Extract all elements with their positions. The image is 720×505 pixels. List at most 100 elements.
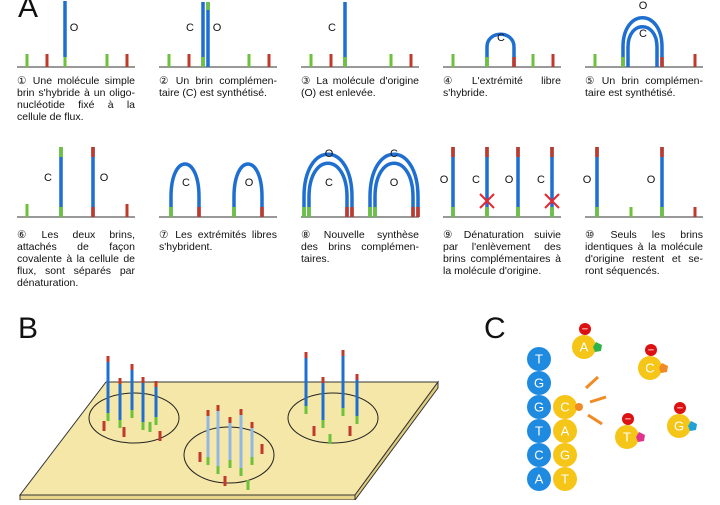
- step-text: L'extrémité libre s'hybride.: [443, 75, 561, 99]
- free-nucleotide-label: G: [674, 419, 684, 434]
- bridge-strand: [232, 162, 264, 217]
- template-base: [527, 347, 551, 371]
- fluorescent-tag: [593, 342, 602, 352]
- removal-mark: [544, 193, 560, 209]
- panel-label-b: B: [18, 312, 39, 345]
- label-original: O: [440, 174, 449, 186]
- step-text: Une molécule simple brin s'hybride à un …: [17, 75, 135, 123]
- label-original: O: [70, 22, 79, 34]
- emission-ray: [584, 375, 600, 390]
- label-complement: C: [325, 177, 333, 189]
- step-text: Seuls les brins identiques à la molécule…: [585, 229, 703, 277]
- step-text: Un brin complémen-taire (C) est synthéti…: [159, 75, 277, 99]
- step-text: Les extrémités libres s'hybrident.: [159, 229, 277, 253]
- step-text: Les deux brins, attachés de façon covale…: [17, 229, 135, 289]
- label-complement: C: [182, 177, 190, 189]
- step-text: La molécule d'origine (O) est enlevée.: [301, 75, 419, 99]
- synthesized-base-label: T: [561, 472, 569, 487]
- synthesized-base-label: A: [561, 424, 570, 439]
- free-nucleotide-label: T: [623, 430, 631, 445]
- step-number: ⑦: [159, 229, 172, 241]
- step-number: ④: [443, 75, 468, 87]
- label-original: O: [583, 174, 592, 186]
- template-base-label: C: [534, 448, 543, 463]
- label-complement: C: [472, 174, 480, 186]
- template-base: [527, 395, 551, 419]
- panel-label-c: C: [484, 312, 506, 345]
- flowcell-side: [354, 380, 439, 502]
- free-nucleotide: [615, 425, 639, 449]
- template-base-label: G: [534, 400, 544, 415]
- label-complement: C: [328, 22, 336, 34]
- step-number: ⑥: [17, 229, 38, 241]
- fluorescent-tag: [575, 403, 583, 411]
- label-original: O: [245, 177, 254, 189]
- step-number: ⑤: [585, 75, 598, 87]
- emission-ray: [587, 413, 603, 426]
- template-base-label: T: [535, 352, 543, 367]
- charge-symbol: −: [582, 324, 588, 336]
- label-original: O: [213, 22, 222, 34]
- charge-blocker: [674, 402, 686, 414]
- label-original: O: [325, 148, 334, 160]
- charge-blocker: [622, 413, 634, 425]
- bridge-strand: [626, 25, 659, 67]
- free-nucleotide: [667, 414, 691, 438]
- label-complement: C: [44, 172, 52, 184]
- template-base-label: T: [535, 424, 543, 439]
- step-text: Dénaturation suivie par l'enlèvement des…: [443, 229, 561, 277]
- charge-blocker: [645, 344, 657, 356]
- step-number: ①: [17, 75, 29, 87]
- charge-symbol: −: [648, 345, 654, 357]
- template-base: [527, 419, 551, 443]
- fluorescent-tag: [659, 363, 668, 373]
- emission-ray: [589, 395, 607, 404]
- synthesized-base: [553, 419, 577, 443]
- label-complement: C: [537, 174, 545, 186]
- panel-label-a: A: [18, 0, 39, 24]
- charge-symbol: −: [625, 414, 631, 426]
- fluorescent-tag: [636, 432, 645, 442]
- label-original: O: [100, 172, 109, 184]
- bridge-strand: [169, 162, 201, 217]
- template-base: [527, 443, 551, 467]
- free-nucleotide: [572, 335, 596, 359]
- free-nucleotide: [638, 356, 662, 380]
- bridge-strand: [307, 161, 349, 217]
- bridge-strand: [485, 32, 516, 67]
- free-nucleotide-label: C: [645, 361, 654, 376]
- charge-blocker: [579, 323, 591, 335]
- template-base: [527, 371, 551, 395]
- synthesized-base: [553, 443, 577, 467]
- step-number: ⑨: [443, 229, 460, 241]
- step-text: Un brin complémen-taire est synthétisé.: [585, 75, 703, 99]
- label-original: O: [390, 177, 399, 189]
- step-number: ③: [301, 75, 313, 87]
- step-text: Nouvelle synthèse des brins complémen-ta…: [301, 229, 419, 265]
- bridge-strand: [368, 152, 420, 217]
- step-number: ⑩: [585, 229, 607, 241]
- label-original: O: [639, 0, 648, 12]
- label-original: O: [505, 174, 514, 186]
- fluorescent-tag: [688, 421, 697, 431]
- step-number: ⑧: [301, 229, 320, 241]
- bridge-strand: [302, 152, 354, 217]
- bridge-strand: [621, 16, 664, 67]
- label-complement: C: [390, 148, 398, 160]
- template-base-label: G: [534, 376, 544, 391]
- synthesized-base-label: C: [560, 400, 569, 415]
- template-base-label: A: [535, 472, 544, 487]
- cluster-outline: [88, 392, 180, 444]
- synthesized-base: [553, 467, 577, 491]
- charge-symbol: −: [677, 403, 683, 415]
- synthesized-base-label: G: [560, 448, 570, 463]
